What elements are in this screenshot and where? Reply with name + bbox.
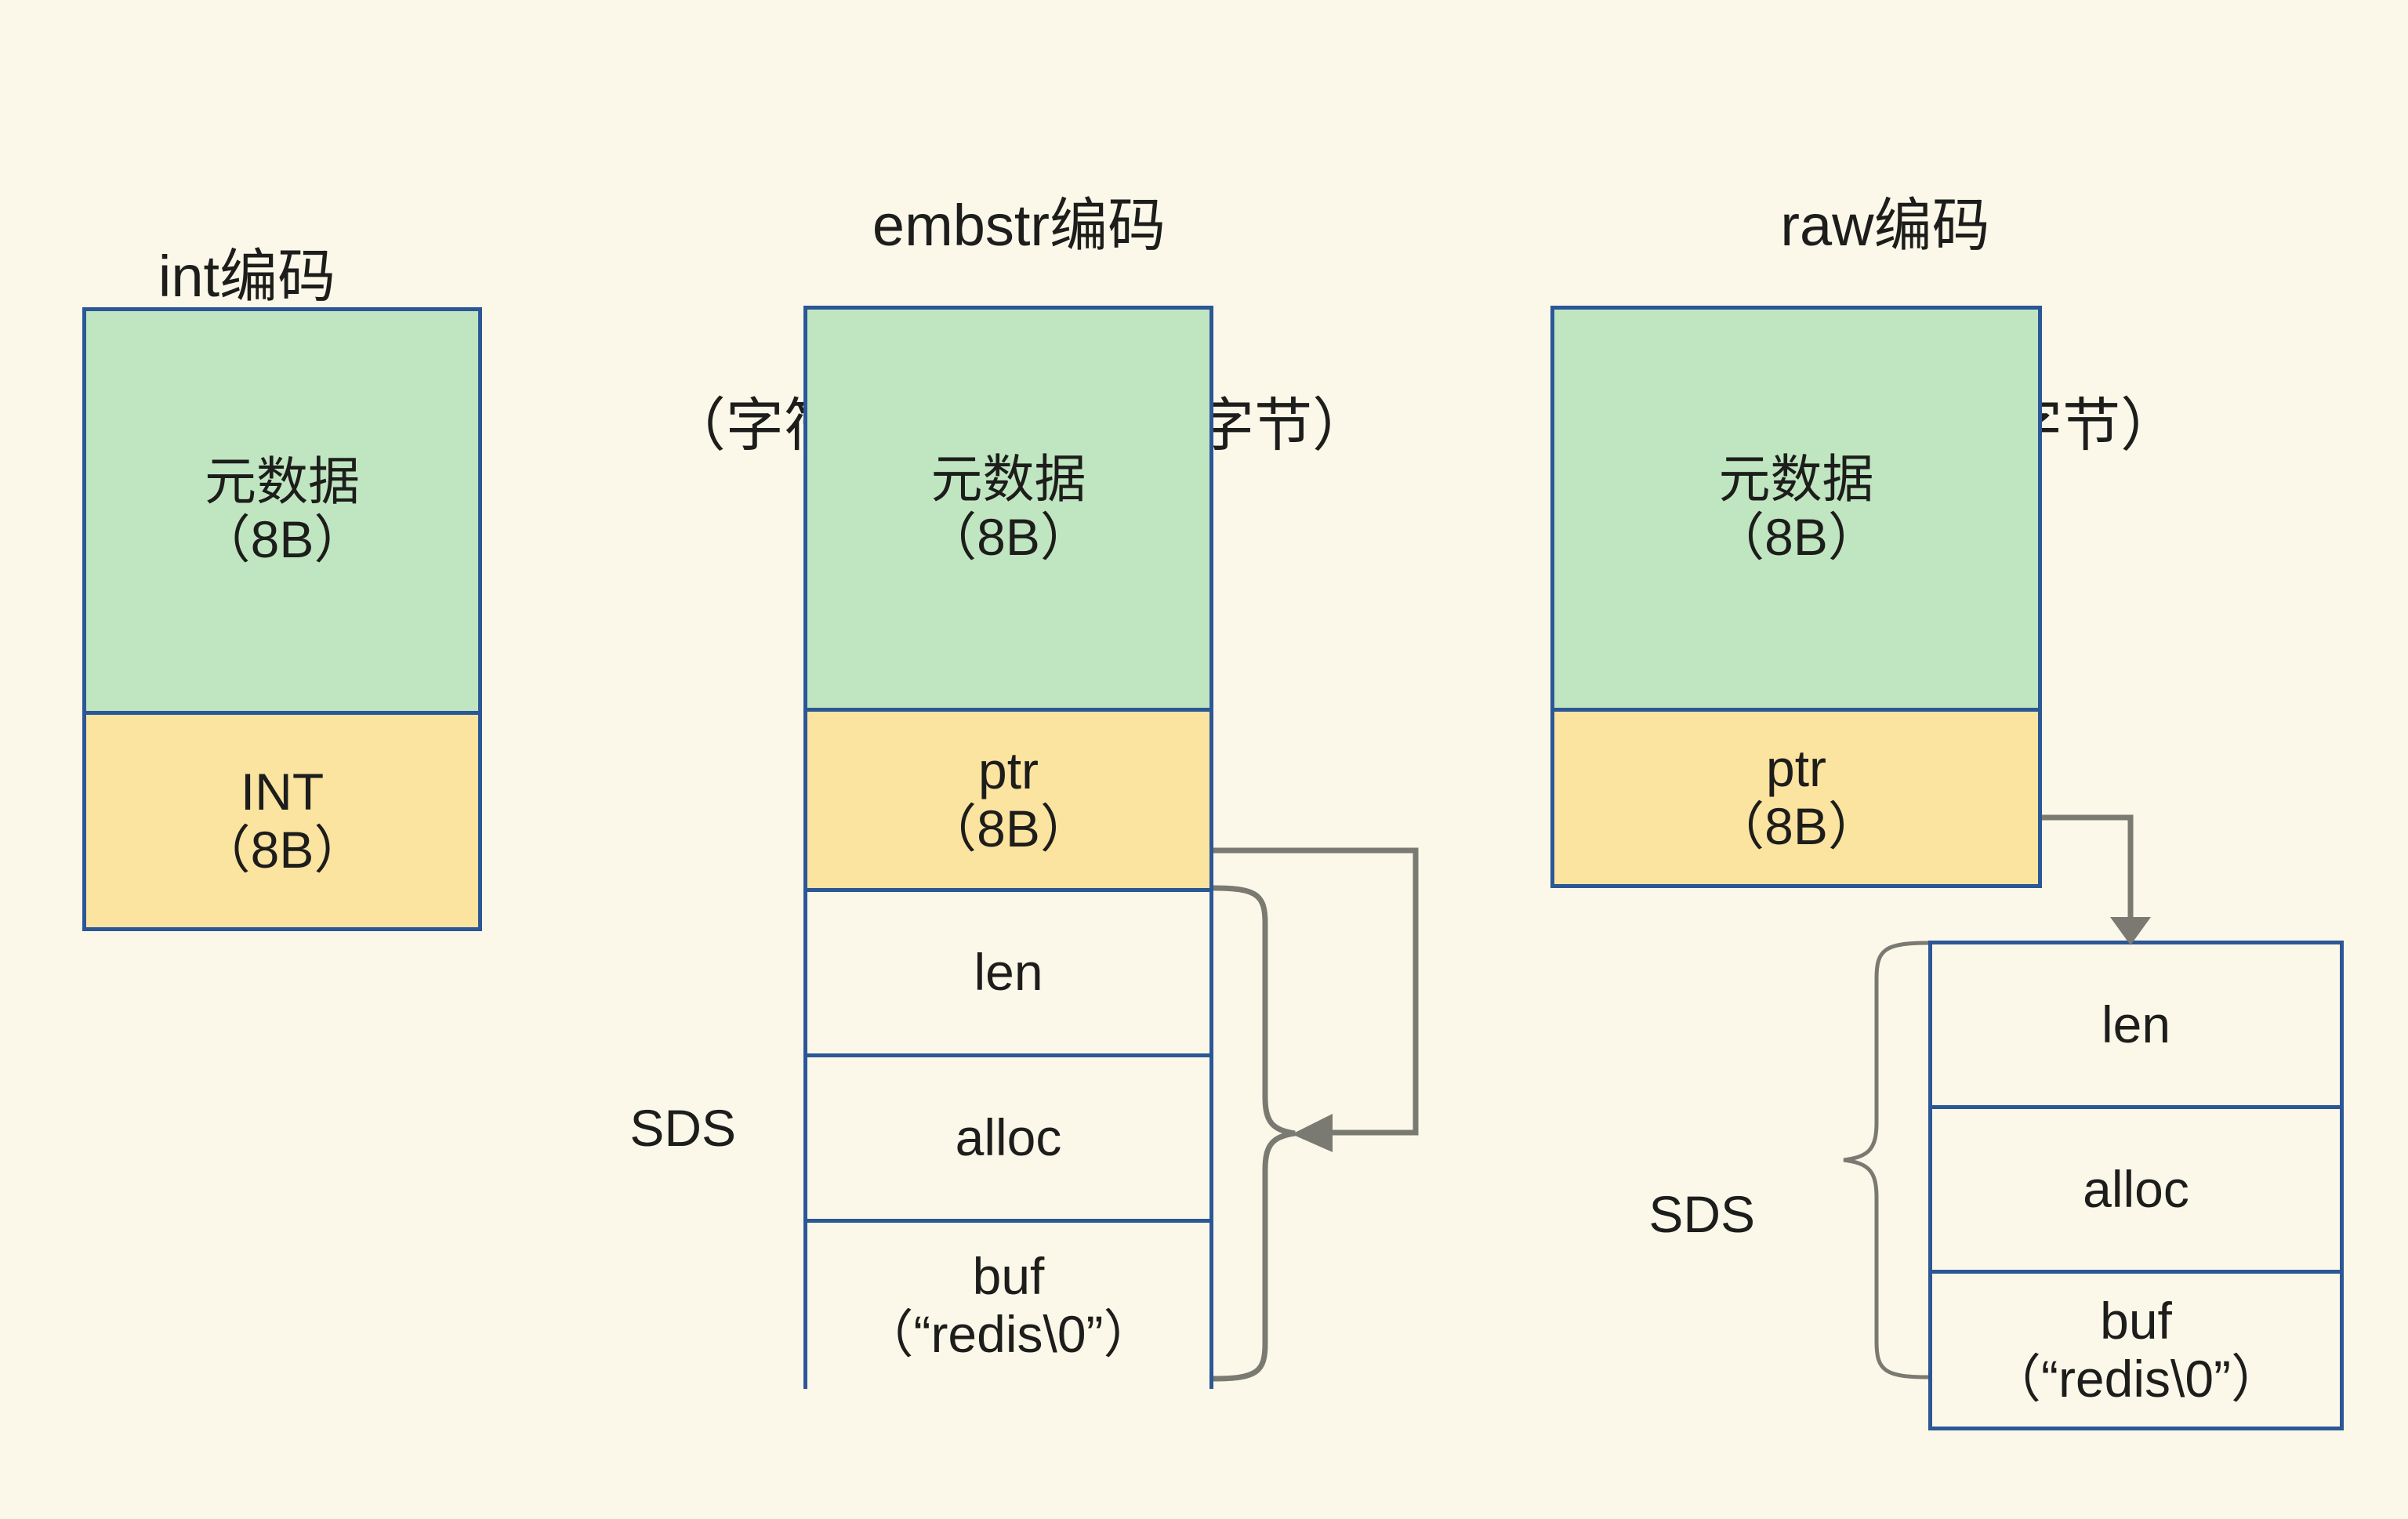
embstr-cell-ptr: ptr （8B） <box>807 712 1209 888</box>
int-cell-int: INT （8B） <box>86 715 478 927</box>
embstr-sds-brace <box>1213 885 1296 1382</box>
embstr-sds-label: SDS <box>572 1050 736 1205</box>
raw-sds-cell-len-line1: len <box>2101 995 2171 1053</box>
embstr-divider-2 <box>807 888 1209 892</box>
embstr-divider-4 <box>807 1219 1209 1223</box>
raw-cell-ptr: ptr （8B） <box>1554 712 2038 884</box>
embstr-cell-ptr-line2: （8B） <box>925 799 1092 857</box>
embstr-cell-len-line1: len <box>974 943 1043 1002</box>
raw-sds-cell-buf: buf （“redis\0”） <box>1932 1274 2340 1427</box>
embstr-object-box: 元数据 （8B） ptr （8B） len alloc buf （“redis\… <box>803 306 1213 1389</box>
raw-divider-1 <box>1554 708 2038 712</box>
embstr-cell-alloc: alloc <box>807 1057 1209 1219</box>
int-object-box: 元数据 （8B） INT （8B） <box>82 307 482 931</box>
raw-sds-box: len alloc buf （“redis\0”） <box>1928 941 2344 1430</box>
embstr-cell-alloc-line1: alloc <box>955 1108 1062 1167</box>
raw-sds-cell-buf-line1: buf <box>2100 1291 2172 1350</box>
embstr-cell-buf-line2: （“redis\0”） <box>861 1305 1155 1363</box>
int-cell-metadata-line2: （8B） <box>198 510 366 568</box>
embstr-cell-buf: buf （“redis\0”） <box>807 1223 1209 1389</box>
raw-sds-divider-1 <box>1932 1105 2340 1109</box>
raw-object-box: 元数据 （8B） ptr （8B） <box>1550 306 2042 888</box>
int-cell-int-line1: INT <box>240 762 325 821</box>
embstr-cell-metadata: 元数据 （8B） <box>807 310 1209 708</box>
raw-cell-ptr-line2: （8B） <box>1713 797 1880 855</box>
embstr-cell-buf-line1: buf <box>972 1247 1045 1306</box>
embstr-title-line1: embstr编码 <box>872 193 1166 259</box>
int-cell-metadata-line1: 元数据 <box>205 452 360 511</box>
raw-sds-label-text: SDS <box>1648 1185 1756 1243</box>
raw-cell-metadata-line2: （8B） <box>1713 508 1880 566</box>
raw-ptr-arrow-path <box>2042 814 2134 923</box>
embstr-divider-1 <box>807 708 1209 712</box>
raw-sds-cell-alloc-line1: alloc <box>2083 1159 2189 1218</box>
embstr-cell-len: len <box>807 892 1209 1053</box>
int-column-title: int编码 <box>43 110 451 443</box>
raw-sds-cell-buf-line2: （“redis\0”） <box>1989 1349 2283 1408</box>
embstr-cell-ptr-line1: ptr <box>977 741 1039 799</box>
int-cell-int-line2: （8B） <box>198 820 366 879</box>
int-title-line1: int编码 <box>158 244 336 310</box>
embstr-cell-metadata-line1: 元数据 <box>930 450 1086 509</box>
raw-sds-brace <box>1843 941 1929 1379</box>
embstr-ptr-arrow-path <box>1213 847 1419 1136</box>
embstr-ptr-arrowhead <box>1292 1114 1333 1152</box>
raw-sds-cell-alloc: alloc <box>1932 1109 2340 1270</box>
embstr-cell-metadata-line2: （8B） <box>925 508 1092 566</box>
raw-cell-ptr-line1: ptr <box>1765 739 1827 798</box>
embstr-divider-3 <box>807 1053 1209 1057</box>
raw-sds-label: SDS <box>1591 1137 1755 1292</box>
raw-sds-divider-2 <box>1932 1270 2340 1274</box>
int-cell-metadata: 元数据 （8B） <box>86 311 478 711</box>
int-divider-1 <box>86 711 478 715</box>
raw-title-line1: raw编码 <box>1780 193 1990 259</box>
raw-cell-metadata: 元数据 （8B） <box>1554 310 2038 708</box>
embstr-sds-label-text: SDS <box>629 1099 737 1157</box>
raw-sds-cell-len: len <box>1932 944 2340 1105</box>
raw-cell-metadata-line1: 元数据 <box>1718 450 1874 509</box>
